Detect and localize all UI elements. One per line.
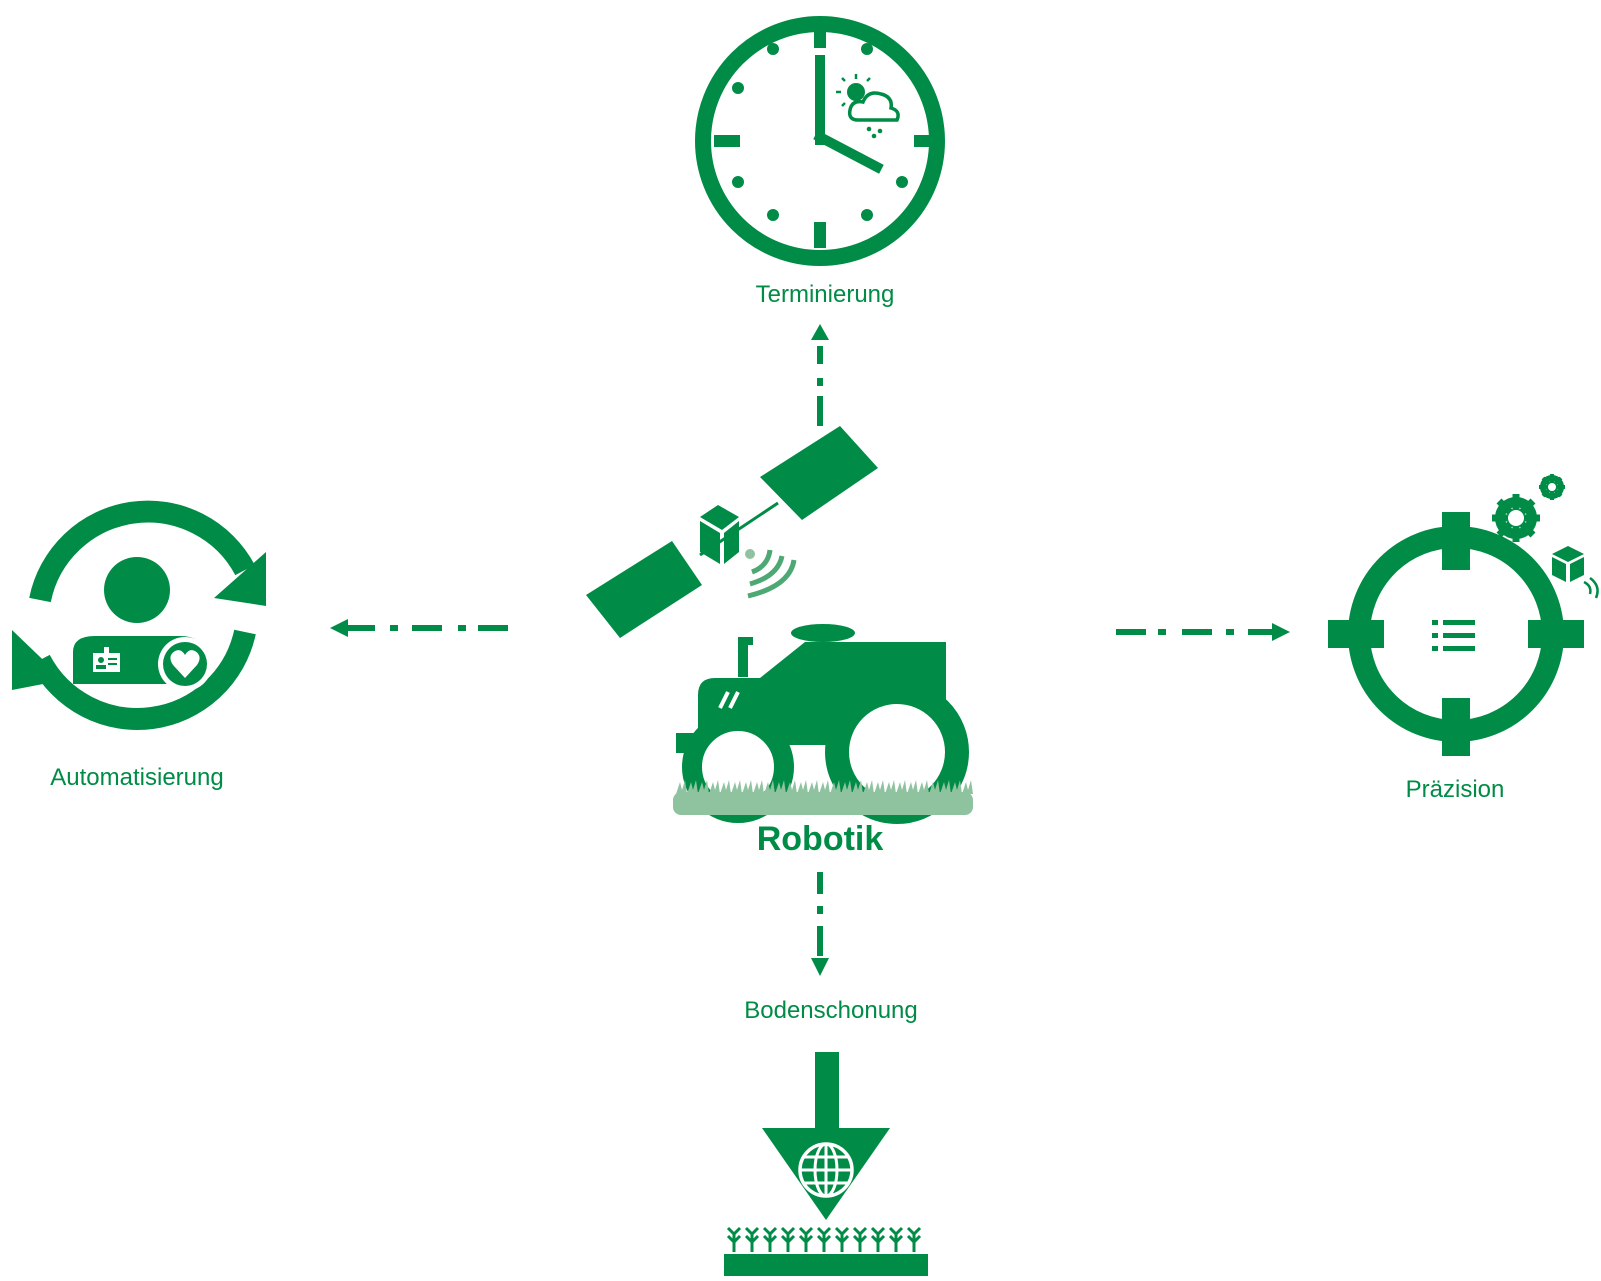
node-label-terminierung: Terminierung [755, 281, 895, 308]
arrow-to-praezision [1116, 623, 1290, 641]
person-cycle-icon [12, 500, 266, 730]
target-precision-icon [1328, 474, 1599, 756]
arrow-to-bodenschonung [811, 872, 829, 976]
node-label-praezision: Präzision [1405, 776, 1505, 803]
node-label-automatisierung: Automatisierung [50, 764, 224, 791]
satellite-icon [586, 426, 878, 638]
node-label-bodenschonung: Bodenschonung [744, 997, 918, 1024]
center-label-robotik: Robotik [756, 820, 884, 858]
arrow-to-automatisierung [330, 619, 508, 637]
clock-weather-icon [695, 16, 945, 266]
arrow-to-terminierung [811, 324, 829, 426]
grass-icon [673, 780, 973, 815]
soil-protection-icon [724, 1052, 928, 1276]
